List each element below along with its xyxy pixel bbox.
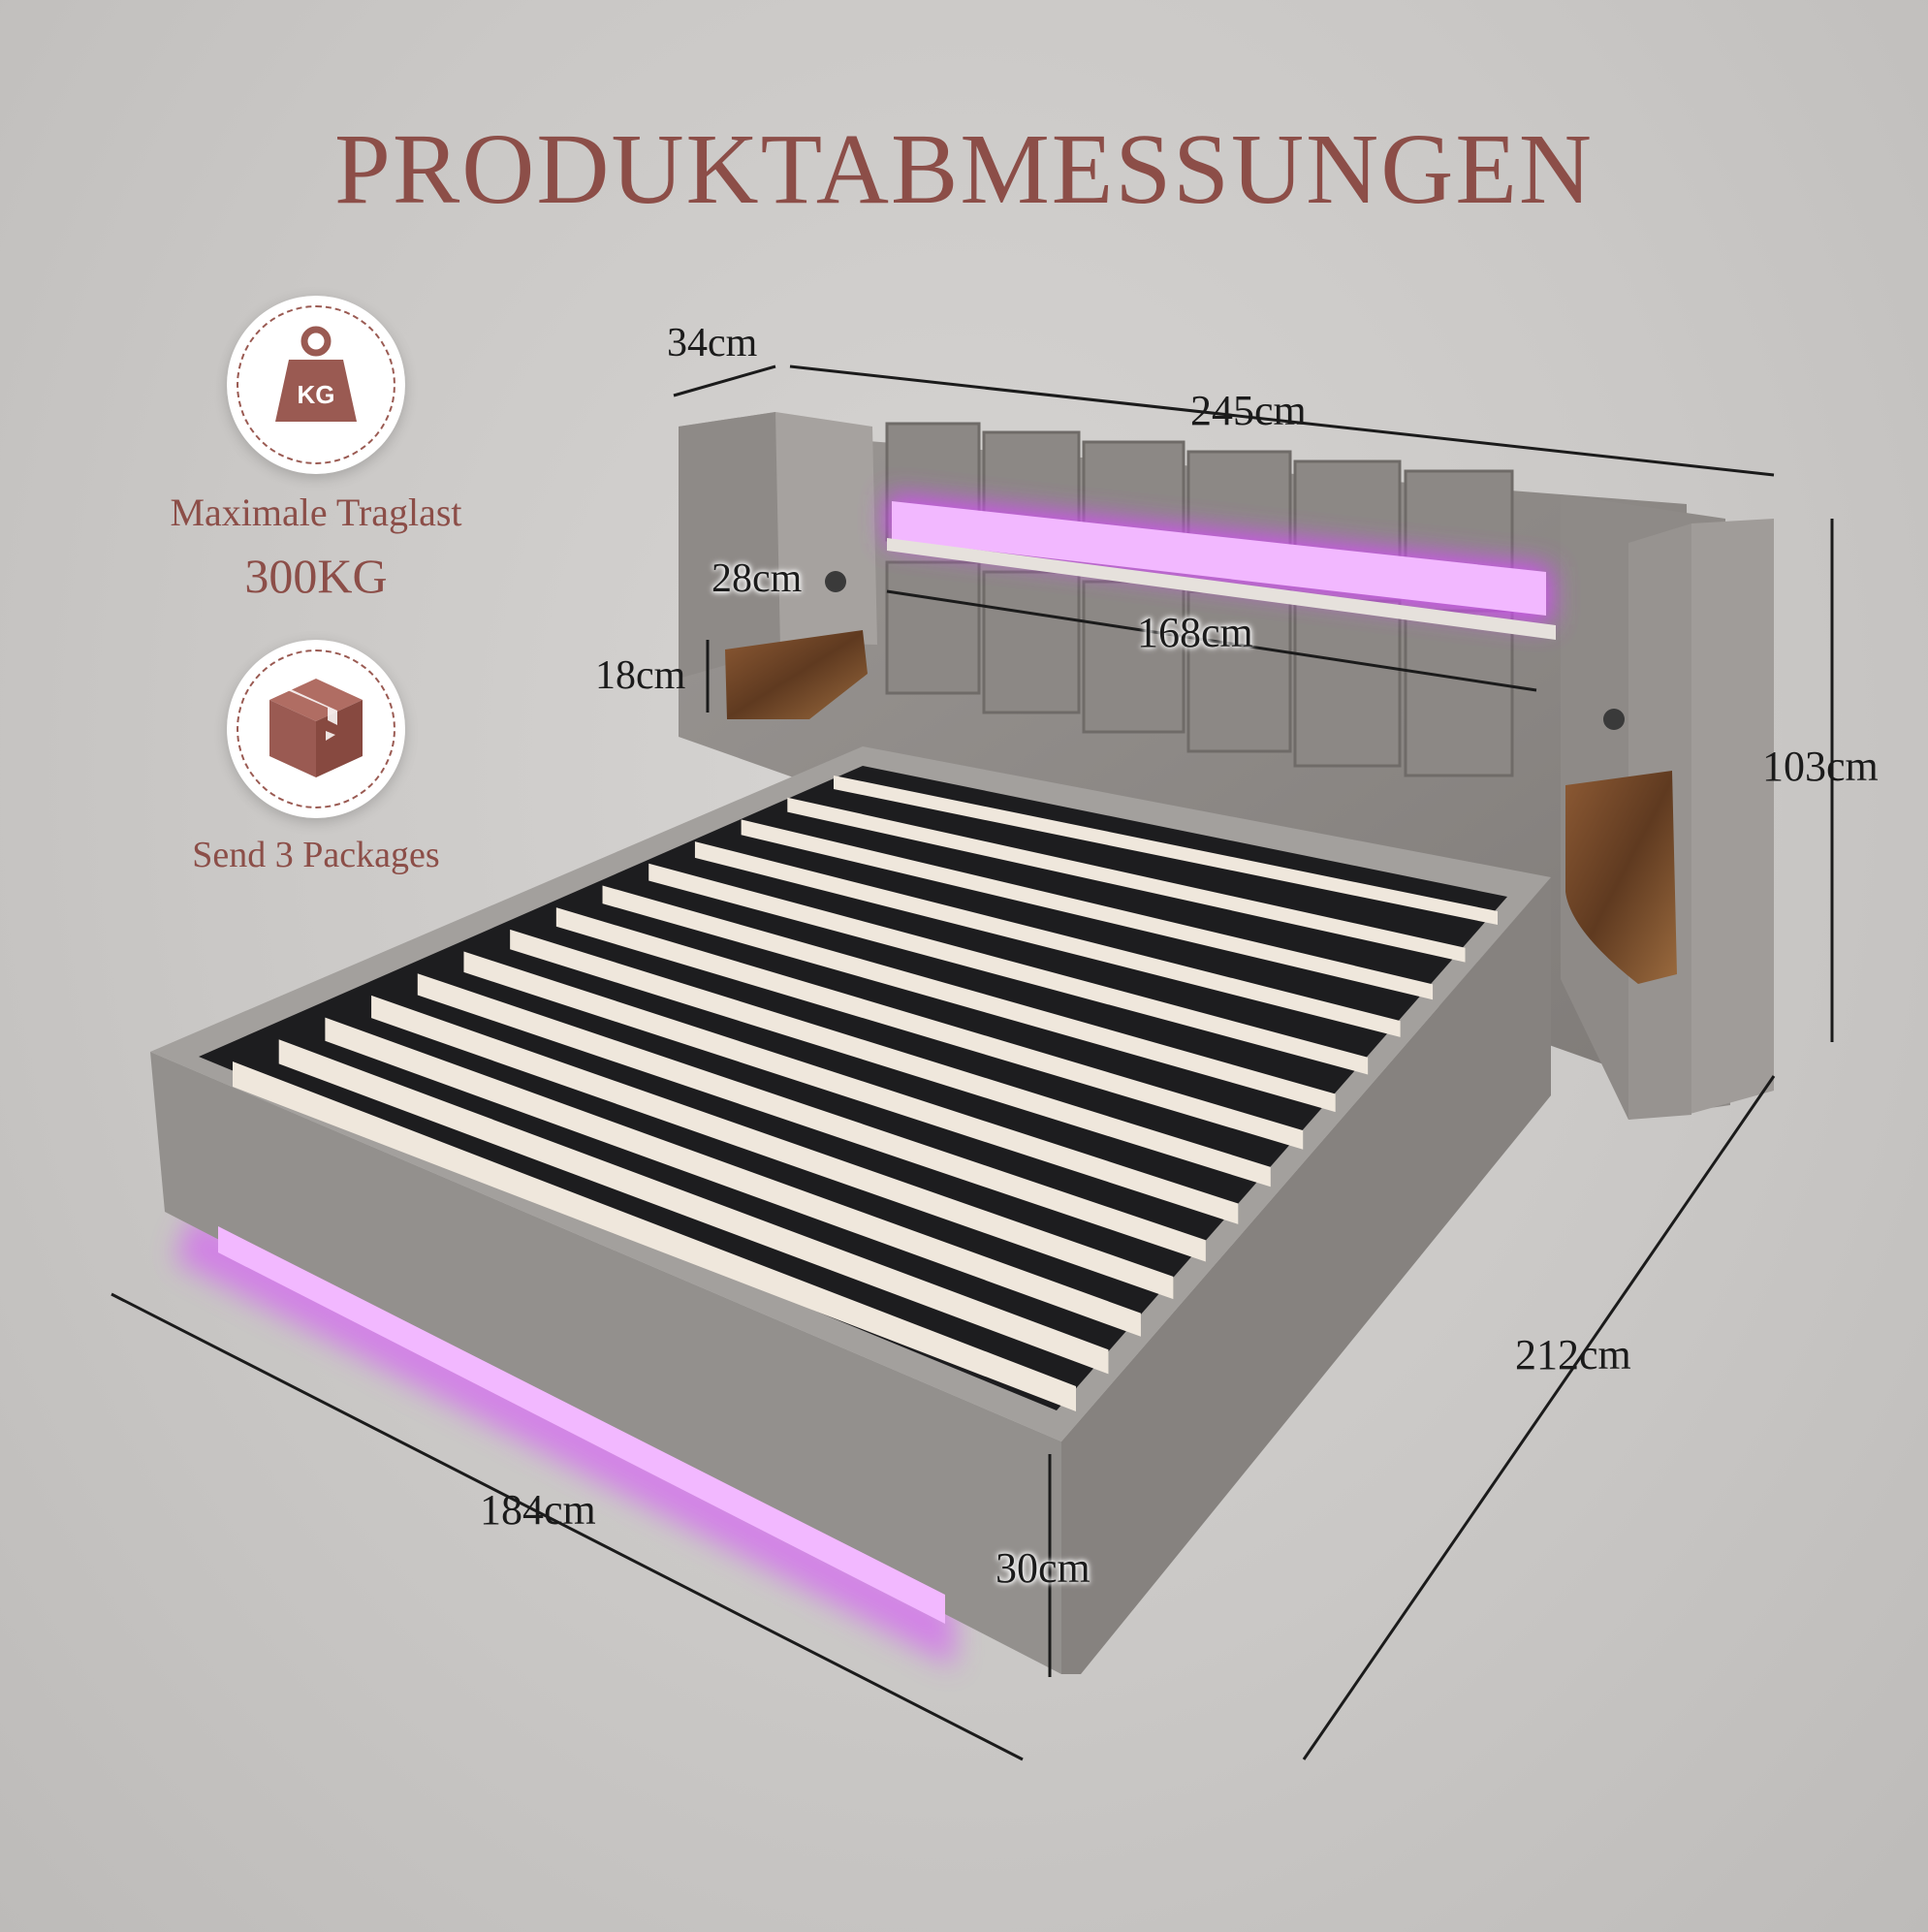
dimension-lines [111,364,1834,1761]
bed-slat [648,863,1369,1075]
slats-group [233,776,1498,1411]
dim-headboard-width: 245cm [1190,387,1307,434]
package-box-icon [269,679,363,777]
bed-slat [325,1017,1141,1337]
usb-port-right [1603,709,1625,730]
weight-kg-icon: KG [275,326,357,422]
packages-label: Send 3 Packages [192,835,440,875]
bed-slat [233,1061,1076,1411]
bed-slat [555,907,1304,1150]
left-wood-shelf [725,630,868,719]
max-load-badge: KG [227,296,405,474]
bed-slat [371,995,1174,1300]
bed-slat [787,797,1466,963]
dim-shelf-width: 28cm [711,556,803,601]
bed-frame-right-side [1061,877,1551,1674]
usb-port-left [825,571,846,592]
bed-slat [463,951,1239,1224]
headboard-led-strip [887,494,1556,640]
max-load-value: 300KG [244,549,388,603]
page-title: PRODUKTABMESSUNGEN [334,113,1594,225]
bed-slat [278,1039,1109,1375]
bed-slat [694,841,1401,1037]
dim-shelf-height: 18cm [595,653,686,698]
bed-slat [510,929,1271,1188]
bed-frame-left-side [150,1052,1061,1674]
max-load-label: Maximale Traglast [170,491,462,534]
under-frame-led [218,1226,945,1624]
dim-total-height: 103cm [1762,743,1879,790]
bed-slat [834,776,1498,925]
bed-slat [417,973,1206,1262]
packages-badge [227,640,405,818]
bed-slat [741,819,1434,1000]
dim-bed-width: 184cm [480,1486,596,1534]
dim-wing-depth: 34cm [667,321,758,365]
dim-led-strip-width: 168cm [1137,609,1253,656]
right-wood-shelf [1565,771,1677,984]
dim-total-length: 212cm [1515,1331,1631,1378]
dim-frame-height: 30cm [996,1544,1090,1592]
svg-text:KG: KG [298,380,335,409]
bed-slat [602,885,1336,1113]
